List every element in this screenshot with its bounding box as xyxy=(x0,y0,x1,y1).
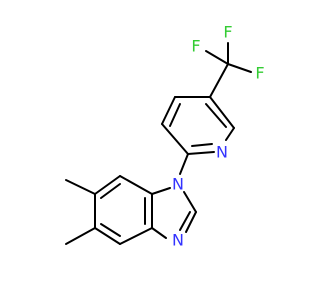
atom-n-imidazole-1: N xyxy=(172,175,184,194)
bond-pyr-c6-c5-double xyxy=(205,103,227,128)
atom-f-left: F xyxy=(191,37,200,56)
bond-c4-c3a xyxy=(119,227,153,245)
bond-pyr-c6-c5 xyxy=(209,96,235,129)
bond-n1-c2 xyxy=(183,191,197,213)
bond-methyl-5 xyxy=(65,227,96,245)
bond-c2-n3-double xyxy=(179,211,191,231)
bond-n3-c3a xyxy=(151,227,167,239)
atom-n-imidazole-3: N xyxy=(172,231,184,250)
bond-c7-c6 xyxy=(94,175,121,195)
bond-c5-c4-double xyxy=(100,223,121,237)
bond-pyr-c4-c3-double xyxy=(169,103,181,127)
atom-n-pyridine: N xyxy=(216,143,228,162)
bond-c-f-left xyxy=(205,50,229,65)
bond-cf3-ring xyxy=(209,63,229,98)
bond-pyr-c4-c3 xyxy=(161,96,176,125)
bond-c5-c4 xyxy=(94,227,121,245)
atom-f-right: F xyxy=(255,64,264,83)
bond-c7a-n1 xyxy=(151,187,171,195)
structure-diagram: F F F N N N xyxy=(65,23,265,250)
bond-pyr-n-c6 xyxy=(225,127,235,141)
bond-c7a-c7 xyxy=(119,175,153,195)
molecule-drawing: F F F N N N xyxy=(65,23,265,250)
atom-labels: F F F N N N xyxy=(172,23,265,250)
bond-pyr-c2-n-double xyxy=(191,143,213,147)
bonds xyxy=(65,42,252,245)
bond-methyl-6 xyxy=(65,179,96,195)
bond-pyr-imid xyxy=(179,153,189,175)
bond-pyr-c3-c2 xyxy=(161,123,189,155)
bond-c2-n3 xyxy=(185,211,197,233)
bond-pyr-c2-n xyxy=(187,151,215,155)
atom-f-top: F xyxy=(223,23,232,42)
bond-c-f-right xyxy=(227,63,252,73)
bond-c7-c6-double xyxy=(100,183,121,199)
